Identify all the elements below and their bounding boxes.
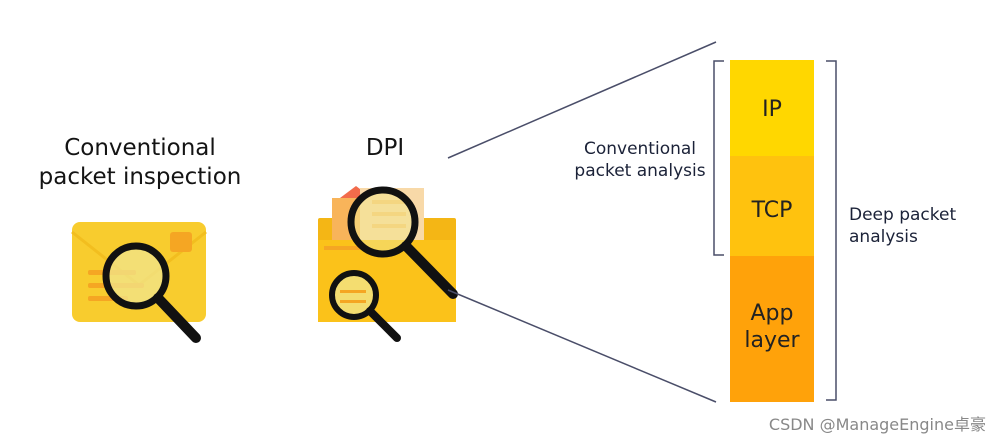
small-magnifier-icon <box>329 270 401 342</box>
deep-analysis-line1: Deep packet <box>849 205 957 225</box>
deep-analysis-line2: analysis <box>849 227 918 247</box>
layer-block-app <box>730 256 814 402</box>
layer-label-tcp: TCP <box>751 198 793 223</box>
large-magnifier-icon <box>347 186 458 299</box>
watermark: CSDN @ManageEngine卓豪 <box>768 415 986 434</box>
conventional-title-line1: Conventional <box>64 135 216 161</box>
layer-label-app-line2: layer <box>744 328 800 353</box>
layer-label-app: App layer <box>730 300 814 354</box>
conventional-analysis-label: Conventional packet analysis <box>560 138 720 182</box>
deep-analysis-label: Deep packet analysis <box>849 204 979 248</box>
conventional-analysis-line1: Conventional <box>583 139 697 159</box>
layer-label-app-line1: App <box>750 301 794 326</box>
layer-block-ip <box>730 60 814 156</box>
conventional-analysis-line2: packet analysis <box>574 161 706 181</box>
zoom-line-bottom <box>447 289 717 403</box>
conventional-title: Conventional packet inspection <box>10 134 270 192</box>
conventional-title-line2: packet inspection <box>38 164 242 190</box>
dpi-title: DPI <box>365 135 405 161</box>
zoom-line-top <box>447 41 717 159</box>
layer-label-ip: IP <box>762 97 782 122</box>
deep-bracket <box>826 60 837 401</box>
conventional-bracket <box>713 60 724 256</box>
magnifier-icon <box>102 242 201 343</box>
layer-block-tcp <box>730 156 814 256</box>
